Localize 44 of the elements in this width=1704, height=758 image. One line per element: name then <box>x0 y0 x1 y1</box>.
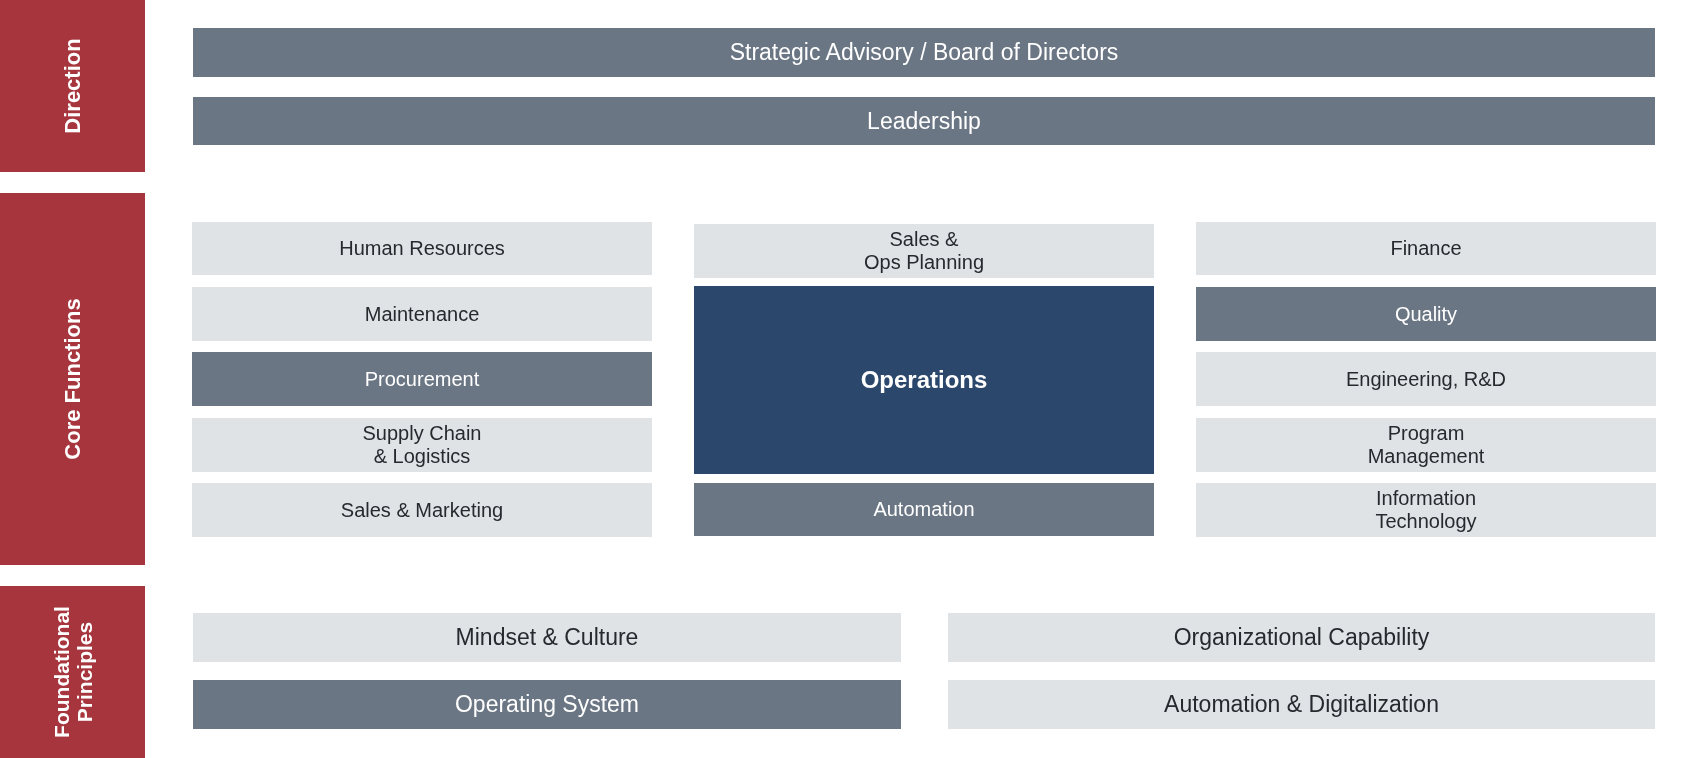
function-label: Program Management <box>1367 422 1485 468</box>
function-label: Sales & Marketing <box>340 498 504 522</box>
function-box <box>1196 287 1656 341</box>
function-label: Sales & Ops Planning <box>863 228 985 274</box>
section-band <box>0 193 145 565</box>
function-label: Human Resources <box>339 237 505 260</box>
principle-label: Automation & Digitalization <box>1164 691 1439 718</box>
principle-label: Operating System <box>454 691 640 718</box>
function-label: Finance <box>1390 237 1462 260</box>
function-label: Operations <box>860 366 988 394</box>
principle-label: Organizational Capability <box>1173 624 1430 651</box>
section-band <box>0 586 145 758</box>
function-box <box>694 483 1154 536</box>
function-box <box>192 352 652 406</box>
section-title: Foundational Principles <box>49 606 96 738</box>
direction-bar <box>193 97 1655 145</box>
function-label: Information Technology <box>1375 487 1477 533</box>
section-title: Direction <box>60 38 85 134</box>
function-label: Maintenance <box>364 302 480 326</box>
bar-label: Leadership <box>867 107 981 135</box>
function-box <box>192 222 652 275</box>
function-label: Engineering, R&D <box>1345 367 1507 391</box>
principle-box <box>948 680 1655 729</box>
function-box <box>192 287 652 341</box>
function-label: Procurement <box>364 367 480 391</box>
principle-label: Mindset & Culture <box>455 624 639 651</box>
function-label: Supply Chain & Logistics <box>362 422 482 468</box>
direction-bar <box>193 28 1655 77</box>
function-box <box>1196 483 1656 537</box>
function-label: Quality <box>1394 302 1458 326</box>
function-box <box>1196 222 1656 275</box>
principle-box <box>193 680 901 729</box>
principle-box <box>193 613 901 662</box>
principle-box <box>948 613 1655 662</box>
bar-label: Strategic Advisory / Board of Directors <box>729 39 1119 66</box>
function-box <box>192 418 652 472</box>
function-box <box>694 224 1154 278</box>
function-box <box>192 483 652 537</box>
function-box <box>1196 352 1656 406</box>
section-title: Core Functions <box>60 298 85 460</box>
function-label: Automation <box>873 498 975 521</box>
section-band <box>0 0 145 172</box>
function-box <box>1196 418 1656 472</box>
function-box <box>694 286 1154 474</box>
